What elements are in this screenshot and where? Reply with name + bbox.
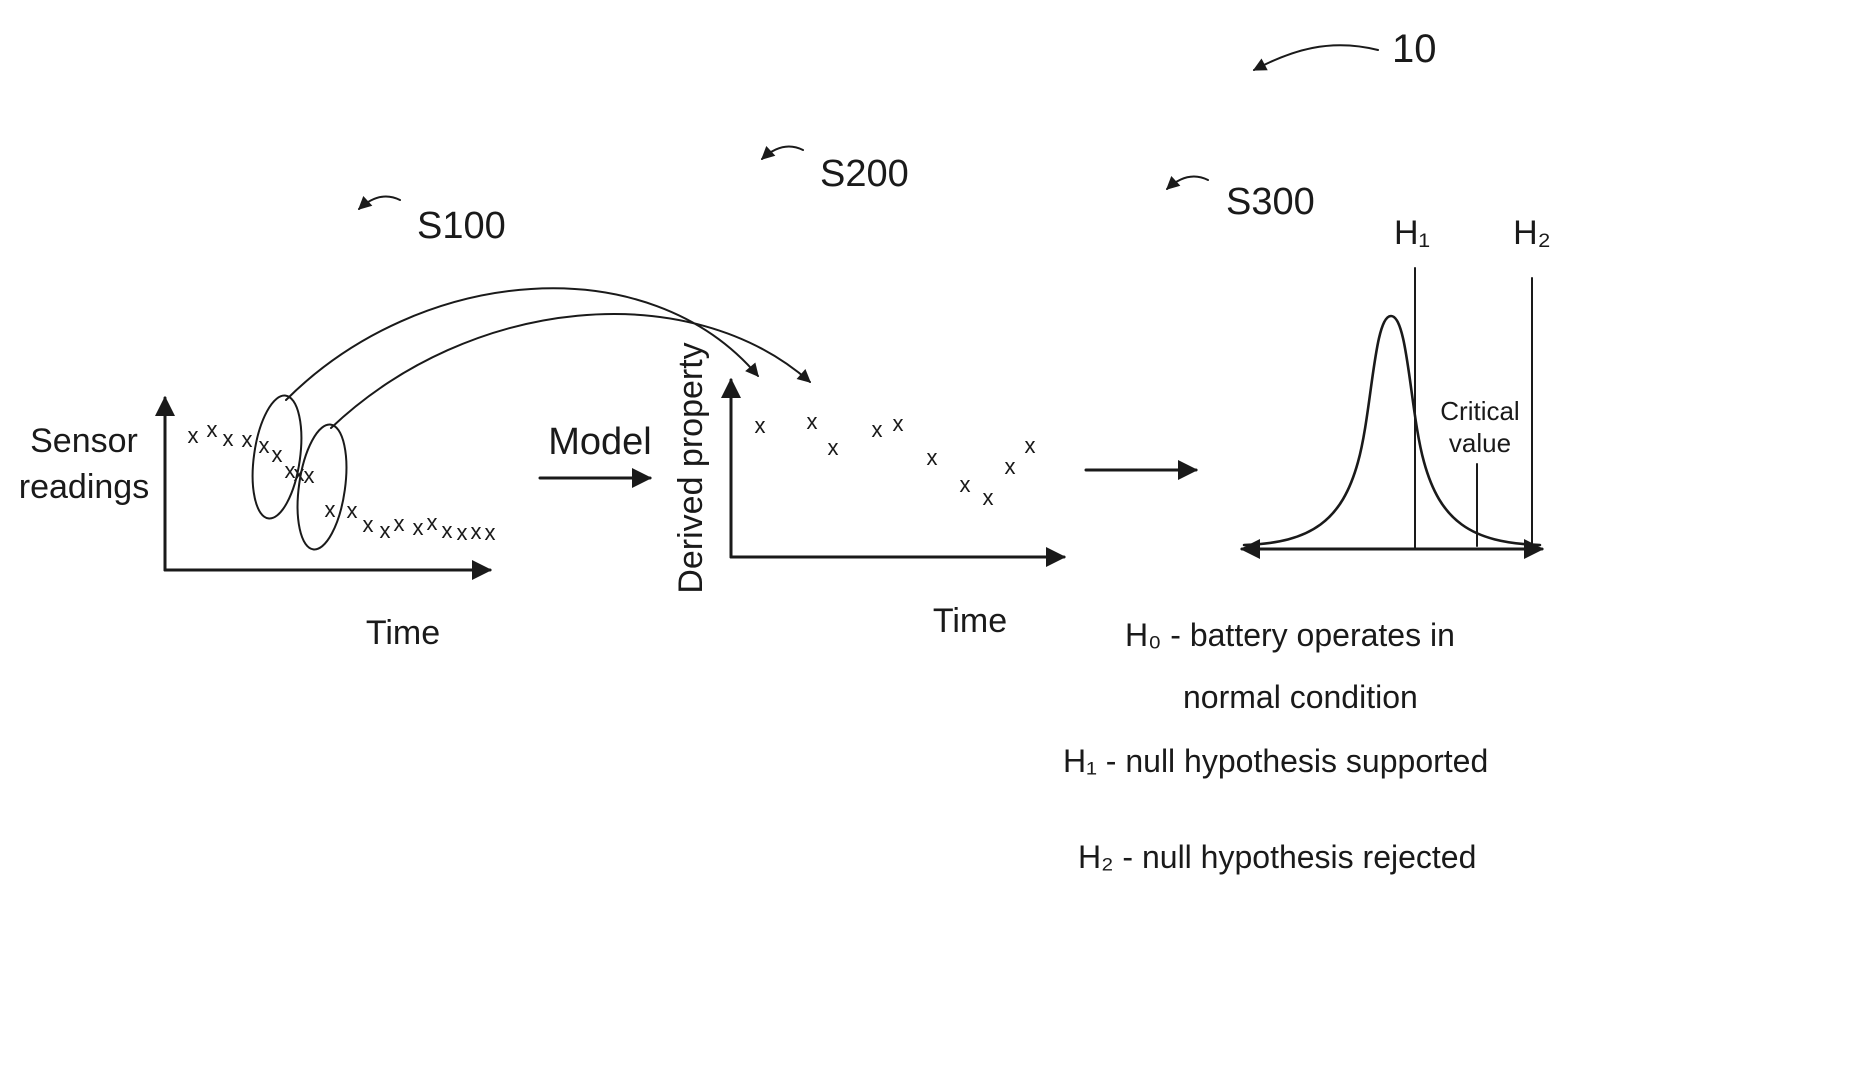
scatter-mark: x	[485, 520, 496, 545]
model-label: Model	[548, 421, 652, 463]
scatter-mark: x	[285, 458, 296, 483]
h2-label: H₂	[1513, 214, 1551, 252]
scatter-mark: x	[755, 413, 766, 438]
scatter-mark: x	[413, 515, 424, 540]
left-ylabel-line1: Sensor	[30, 422, 138, 460]
scatter-mark: x	[380, 518, 391, 543]
middle-xlabel: Time	[933, 602, 1007, 640]
s300-arrow	[1166, 175, 1209, 190]
scatter-mark: x	[259, 433, 270, 458]
connector-curve-1	[285, 287, 759, 401]
scatter-mark: x	[294, 461, 305, 486]
left-ylabel-line2: readings	[19, 468, 149, 506]
left-xlabel: Time	[366, 614, 440, 652]
critical-value-label-line1: Critical	[1440, 396, 1519, 426]
scatter-mark: x	[304, 463, 315, 488]
scatter-mark: x	[872, 417, 883, 442]
scatter-mark: x	[983, 485, 994, 510]
ref-number: 10	[1392, 27, 1437, 71]
scatter-mark: x	[807, 409, 818, 434]
s100-label: S100	[417, 205, 506, 247]
distribution-curve	[1242, 314, 1542, 547]
scatter-mark: x	[363, 512, 374, 537]
scatter-mark: x	[893, 411, 904, 436]
connector-curve-2	[330, 313, 812, 429]
selection-ellipse-1	[251, 394, 303, 520]
scatter-mark: x	[272, 442, 283, 467]
middle-ylabel: Derived property	[672, 342, 710, 593]
legend-h2: H₂ - null hypothesis rejected	[1078, 839, 1476, 875]
scatter-mark: x	[394, 511, 405, 536]
scatter-mark: x	[457, 520, 468, 545]
selection-ellipse-2	[296, 423, 348, 551]
scatter-mark: x	[223, 426, 234, 451]
scatter-mark: x	[1005, 454, 1016, 479]
scatter-mark: x	[960, 472, 971, 497]
scatter-mark: x	[242, 427, 253, 452]
s200-label: S200	[820, 153, 909, 195]
scatter-mark: x	[927, 445, 938, 470]
scatter-mark: x	[188, 423, 199, 448]
s300-label: S300	[1226, 181, 1315, 223]
legend-h1: H₁ - null hypothesis supported	[1063, 743, 1488, 779]
legend-h0-line2: normal condition	[1183, 679, 1418, 715]
scatter-mark: x	[471, 519, 482, 544]
legend-h0-line1: H₀ - battery operates in	[1125, 617, 1455, 653]
scatter-mark: x	[1025, 433, 1036, 458]
s200-arrow	[761, 145, 804, 160]
scatter-mark: x	[828, 435, 839, 460]
scatter-mark: x	[347, 498, 358, 523]
ref-number-arrow	[1252, 44, 1379, 71]
scatter-mark: x	[325, 497, 336, 522]
scatter-mark: x	[427, 510, 438, 535]
scatter-mark: x	[207, 417, 218, 442]
h1-label: H₁	[1394, 214, 1430, 252]
s100-arrow	[358, 195, 401, 210]
critical-value-label-line2: value	[1449, 428, 1511, 458]
scatter-mark: x	[442, 518, 453, 543]
